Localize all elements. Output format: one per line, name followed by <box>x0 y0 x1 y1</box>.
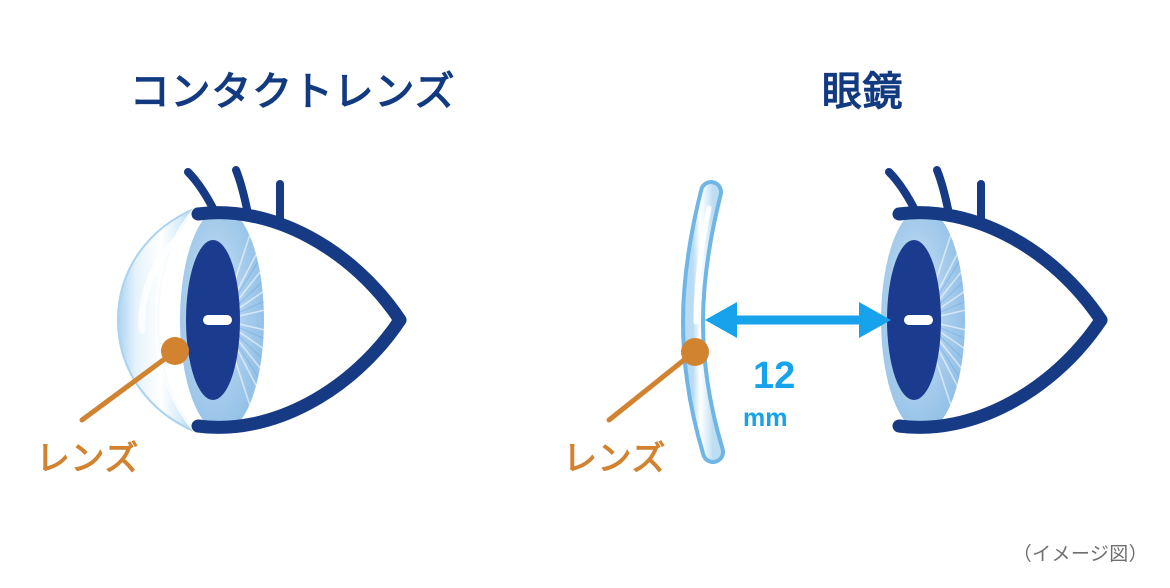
glasses-illustration: 12 mm レンズ <box>563 166 1170 478</box>
pupil-highlight <box>904 315 933 325</box>
lens-callout-dot <box>161 337 189 365</box>
lens-callout-glasses: レンズ <box>563 338 709 478</box>
lens-callout-contact: レンズ <box>36 337 189 478</box>
panel-contact-lens: コンタクトレンズ <box>0 70 585 478</box>
lens-leader-line <box>79 352 173 423</box>
panel-title-contact-lens: コンタクトレンズ <box>129 70 456 114</box>
eyelashes <box>184 166 284 226</box>
spectacle-lens-shape <box>680 180 725 464</box>
dimension-value: 12 <box>753 355 795 397</box>
lens-label-contact: レンズ <box>36 439 139 478</box>
panel-glasses: 眼鏡 <box>563 0 1170 588</box>
lens-leader-line <box>606 353 692 423</box>
dimension-arrow-head-right <box>859 302 891 338</box>
eyelashes <box>885 166 985 226</box>
pupil <box>186 240 240 400</box>
figure-caption: （イメージ図） <box>1012 544 1148 565</box>
dimension-arrow-head-left <box>705 302 737 338</box>
panel-title-glasses: 眼鏡 <box>821 70 904 114</box>
eyelid-outline <box>892 206 1108 434</box>
dimension-unit: mm <box>743 404 787 432</box>
eyelid-outline <box>191 206 407 434</box>
distance-dimension: 12 mm <box>705 302 891 432</box>
pupil-highlight <box>203 315 232 325</box>
lens-callout-dot <box>681 338 709 366</box>
pupil <box>887 240 941 400</box>
contact-lens-illustration: レンズ <box>0 166 585 478</box>
lens-label-glasses: レンズ <box>563 439 666 478</box>
